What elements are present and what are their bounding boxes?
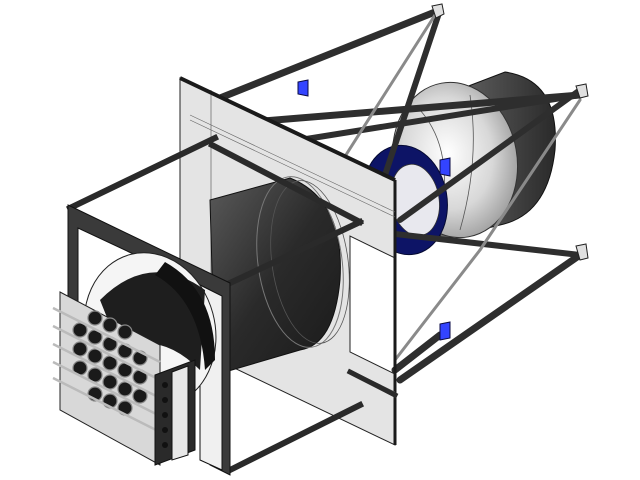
bracket-mid-icon	[439, 157, 451, 177]
bracket-top-icon	[297, 79, 309, 97]
blue-brackets	[297, 79, 451, 341]
tie-rods	[328, 13, 582, 362]
support-struts	[211, 6, 584, 384]
end-plates	[431, 3, 589, 261]
main-cylinder	[209, 176, 350, 376]
rails	[52, 306, 161, 434]
tube-array	[52, 291, 196, 466]
bracket-bottom-icon	[439, 321, 451, 341]
